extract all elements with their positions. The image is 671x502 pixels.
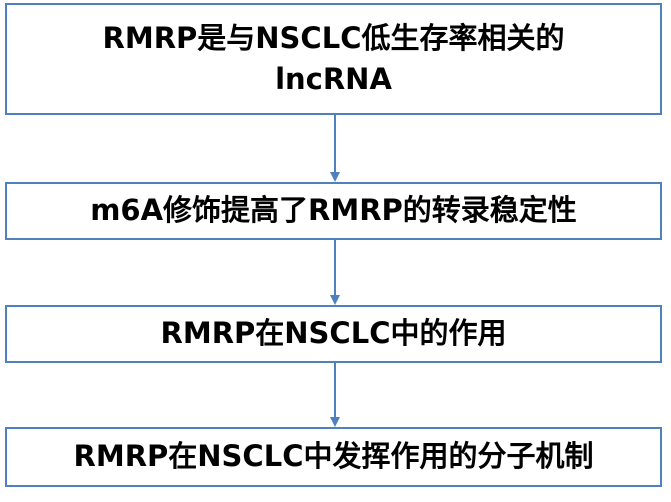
flow-step-1-text: RMRP是与NSCLC低生存率相关的lncRNA bbox=[102, 20, 565, 96]
flow-step-3: RMRP在NSCLC中的作用 bbox=[5, 305, 662, 363]
flow-step-2-text: m6A修饰提高了RMRP的转录稳定性 bbox=[90, 193, 577, 228]
flow-arrow-1 bbox=[330, 115, 340, 182]
flow-step-1: RMRP是与NSCLC低生存率相关的lncRNA bbox=[5, 3, 662, 115]
flow-arrow-3 bbox=[330, 363, 340, 427]
flow-arrow-2 bbox=[330, 240, 340, 305]
flow-step-3-text: RMRP在NSCLC中的作用 bbox=[160, 316, 507, 351]
flow-step-4: RMRP在NSCLC中发挥作用的分子机制 bbox=[5, 427, 662, 487]
flow-step-4-text: RMRP在NSCLC中发挥作用的分子机制 bbox=[73, 439, 594, 474]
flow-step-2: m6A修饰提高了RMRP的转录稳定性 bbox=[5, 182, 662, 240]
